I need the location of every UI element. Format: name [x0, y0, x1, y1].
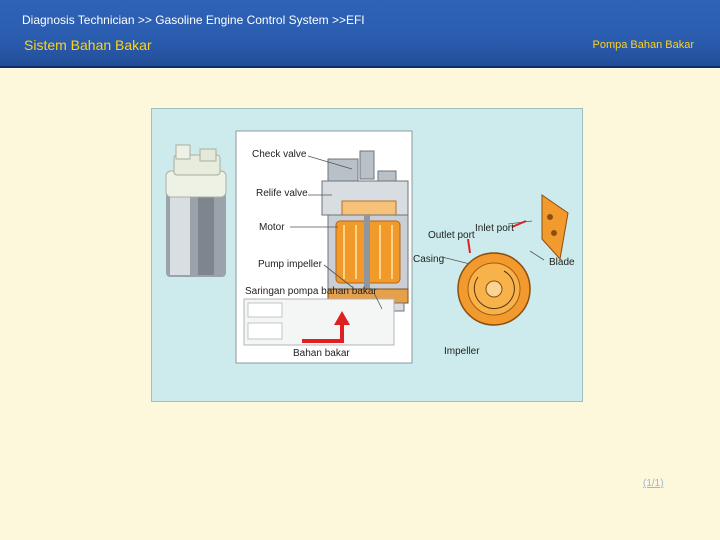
- page-title: Sistem Bahan Bakar: [24, 37, 152, 53]
- fuel-flow-arrow: [302, 323, 344, 343]
- label-check-valve: Check valve: [252, 149, 307, 160]
- label-motor: Motor: [259, 222, 285, 233]
- inlet-arrow: [511, 220, 527, 228]
- impeller-detail: [457, 194, 569, 326]
- topic-title: Pompa Bahan Bakar: [592, 39, 694, 51]
- breadcrumb: Diagnosis Technician >> Gasoline Engine …: [22, 13, 365, 27]
- label-inlet-port: Inlet port: [475, 223, 514, 234]
- fuel-pump-exterior: [165, 144, 227, 277]
- label-relife-valve: Relife valve: [256, 188, 308, 199]
- label-blade: Blade: [549, 257, 575, 268]
- label-outlet-port: Outlet port: [428, 230, 475, 241]
- fuel-flow-arrowhead: [334, 311, 350, 325]
- page-number-link[interactable]: (1/1): [643, 478, 664, 489]
- label-saringan: Saringan pompa bahan bakar: [245, 286, 377, 297]
- outlet-arrow: [467, 238, 471, 254]
- header-bar: Diagnosis Technician >> Gasoline Engine …: [0, 0, 720, 68]
- label-pump-impeller: Pump impeller: [258, 259, 322, 270]
- fuel-pump-diagram: Check valve Relife valve Motor Pump impe…: [151, 108, 583, 402]
- label-impeller: Impeller: [444, 346, 480, 357]
- label-casing: Casing: [413, 254, 445, 265]
- diagram-drawing: [165, 130, 569, 364]
- label-bahan-bakar: Bahan bakar: [293, 348, 350, 359]
